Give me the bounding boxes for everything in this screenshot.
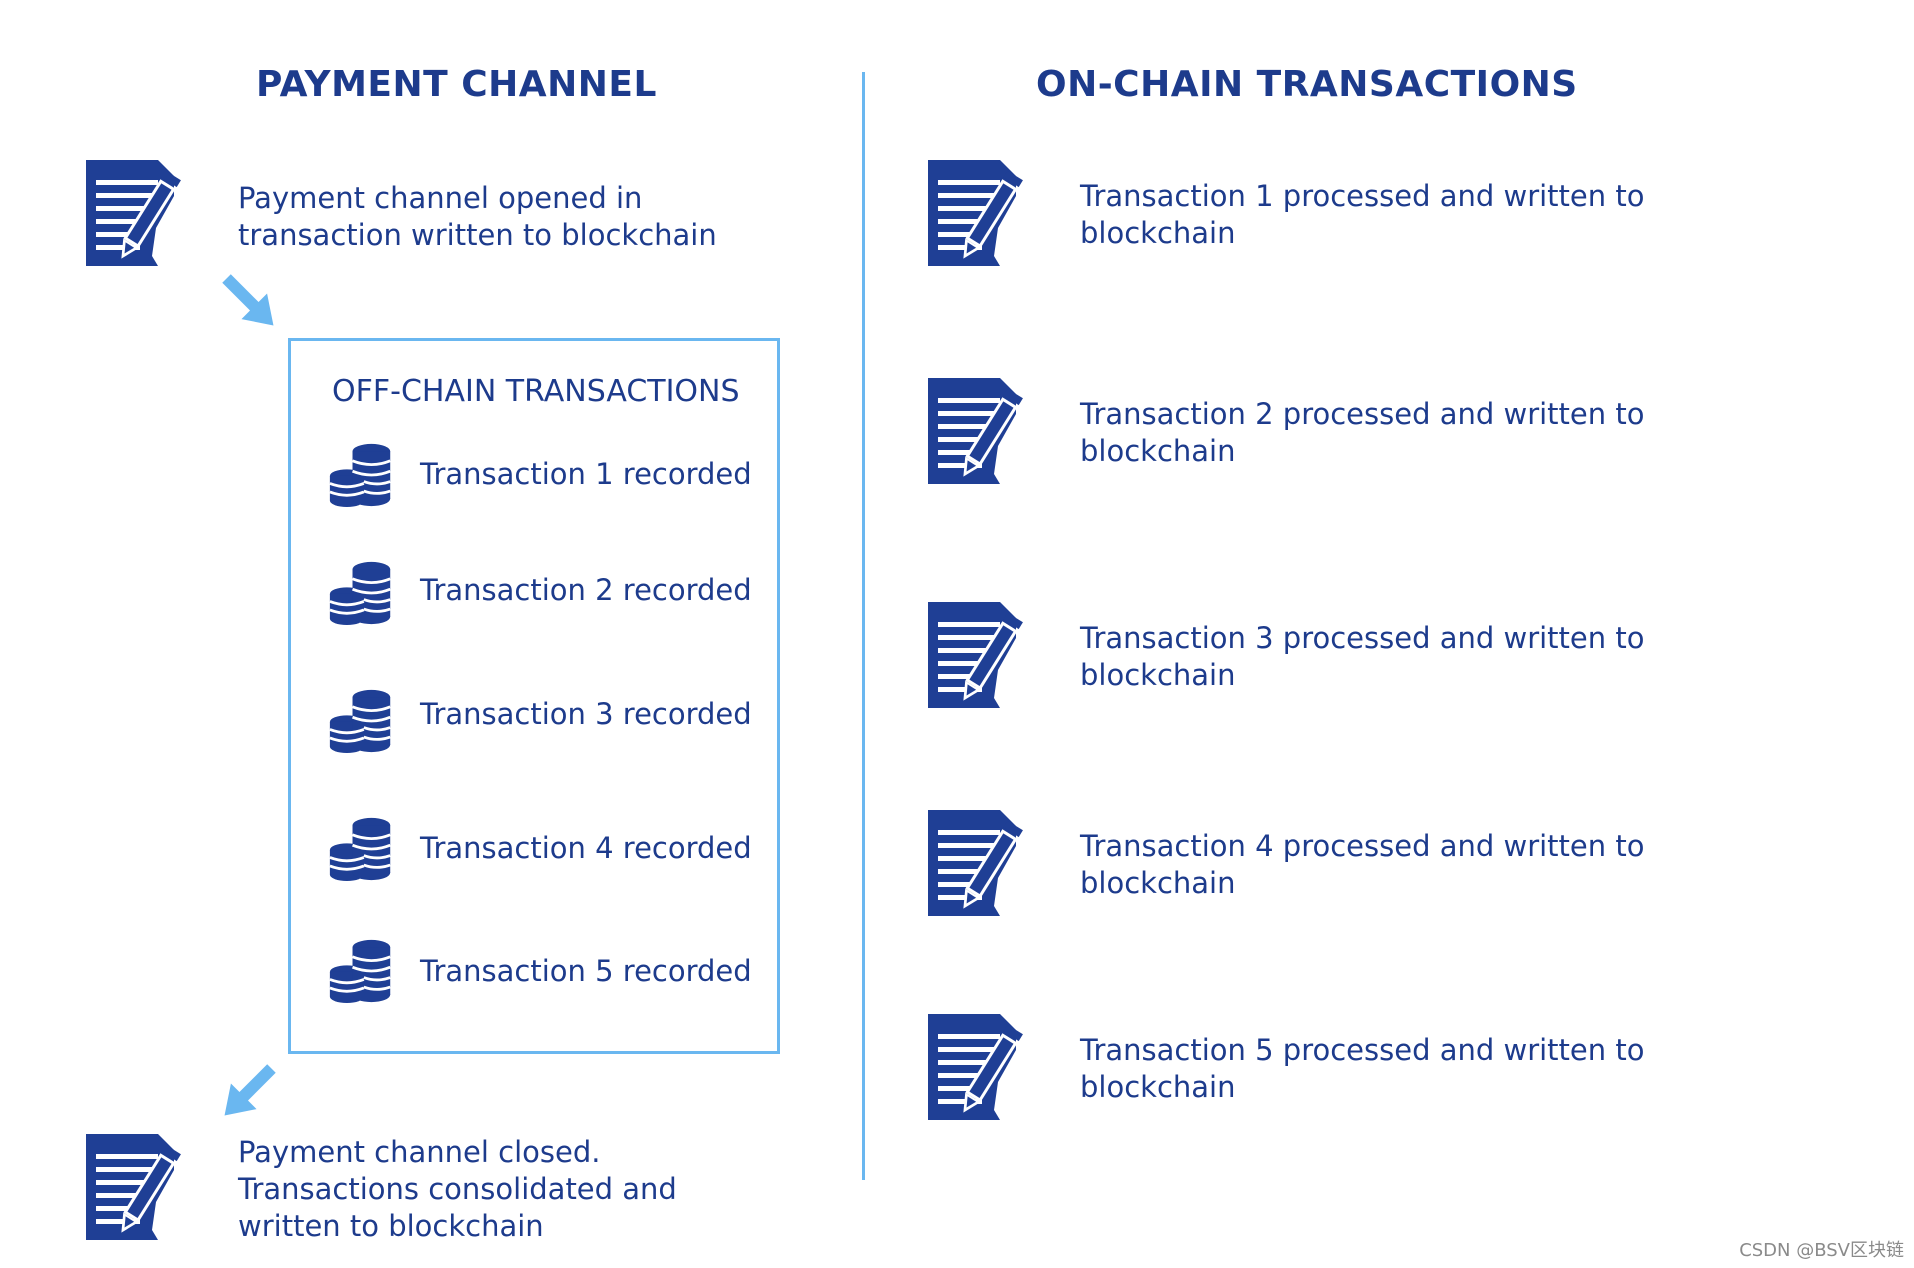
coin-stack-icon (328, 686, 394, 756)
on-chain-item-1-line-1: Transaction 1 processed and written to (1080, 179, 1645, 213)
on-chain-item-3-line-1: Transaction 3 processed and written to (1080, 621, 1645, 655)
on-chain-item-5-line-1: Transaction 5 processed and written to (1080, 1033, 1645, 1067)
on-chain-item-3-line-2: blockchain (1080, 658, 1236, 692)
on-chain-item-2-line-1: Transaction 2 processed and written to (1080, 397, 1645, 431)
document-pen-icon (928, 378, 1038, 488)
off-chain-title: OFF-CHAIN TRANSACTIONS (332, 374, 740, 409)
channel-opened-line-2: transaction written to blockchain (238, 218, 717, 252)
watermark: CSDN @BSV区块链 (1739, 1240, 1904, 1261)
channel-closed-text: Payment channel closed. Transactions con… (238, 1134, 677, 1245)
recorded-2: Transaction 2 recorded (420, 573, 752, 607)
document-pen-icon (86, 160, 196, 270)
off-chain-box (288, 338, 780, 1054)
document-pen-icon (928, 160, 1038, 270)
document-pen-icon (928, 810, 1038, 920)
payment-channel-title: PAYMENT CHANNEL (256, 64, 657, 105)
on-chain-item-4-line-1: Transaction 4 processed and written to (1080, 829, 1645, 863)
channel-opened-text: Payment channel opened in transaction wr… (238, 180, 717, 254)
channel-closed-line-2: Transactions consolidated and (238, 1172, 677, 1206)
on-chain-item-4: Transaction 4 processed and written to b… (1080, 828, 1644, 902)
document-pen-icon (928, 1014, 1038, 1124)
on-chain-item-1-line-2: blockchain (1080, 216, 1236, 250)
channel-opened-line-1: Payment channel opened in (238, 181, 643, 215)
coin-stack-icon (328, 814, 394, 884)
arrow-icon (218, 270, 282, 334)
document-pen-icon (86, 1134, 196, 1244)
on-chain-item-1: Transaction 1 processed and written to b… (1080, 178, 1644, 252)
recorded-4: Transaction 4 recorded (420, 831, 752, 865)
recorded-5: Transaction 5 recorded (420, 954, 752, 988)
on-chain-item-2-line-2: blockchain (1080, 434, 1236, 468)
column-divider (862, 72, 865, 1180)
recorded-1: Transaction 1 recorded (420, 457, 752, 491)
on-chain-item-2: Transaction 2 processed and written to b… (1080, 396, 1644, 470)
on-chain-item-4-line-2: blockchain (1080, 866, 1236, 900)
channel-closed-line-1: Payment channel closed. (238, 1135, 601, 1169)
channel-closed-line-3: written to blockchain (238, 1209, 544, 1243)
on-chain-item-3: Transaction 3 processed and written to b… (1080, 620, 1644, 694)
on-chain-item-5: Transaction 5 processed and written to b… (1080, 1032, 1644, 1106)
arrow-icon (216, 1060, 280, 1124)
coin-stack-icon (328, 440, 394, 510)
document-pen-icon (928, 602, 1038, 712)
coin-stack-icon (328, 558, 394, 628)
recorded-3: Transaction 3 recorded (420, 697, 752, 731)
coin-stack-icon (328, 936, 394, 1006)
on-chain-item-5-line-2: blockchain (1080, 1070, 1236, 1104)
on-chain-title: ON-CHAIN TRANSACTIONS (1036, 64, 1578, 105)
